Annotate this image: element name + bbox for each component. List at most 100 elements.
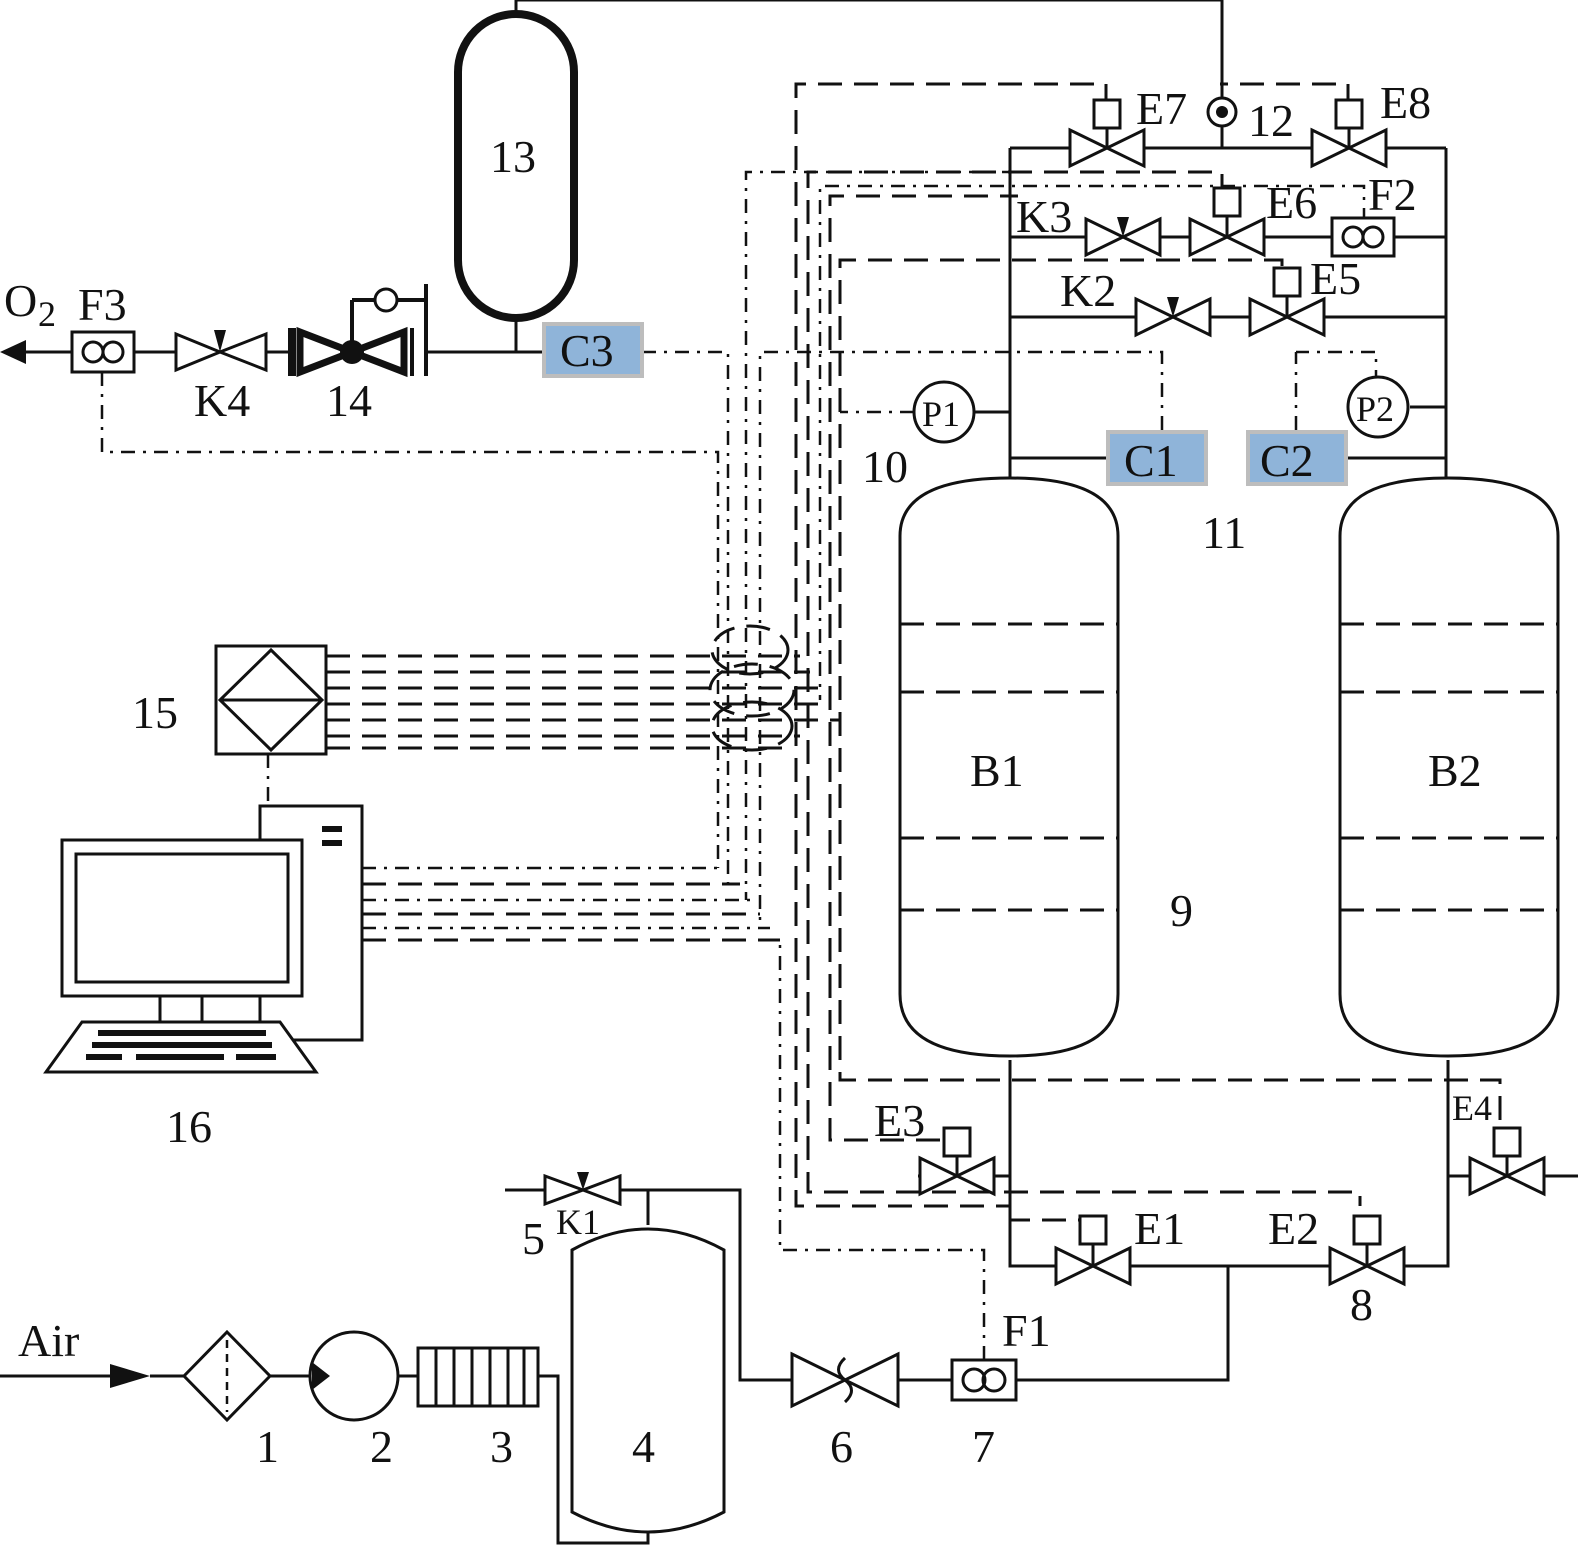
label-p2: P2 bbox=[1356, 389, 1394, 429]
solenoid-icon bbox=[1352, 1214, 1382, 1246]
signal-e7 bbox=[794, 82, 1108, 1208]
label-b2: B2 bbox=[1428, 745, 1482, 796]
valve-e4[interactable] bbox=[1468, 1126, 1546, 1197]
signal-p2 bbox=[1296, 350, 1378, 384]
valve-e7[interactable] bbox=[1068, 98, 1146, 169]
valve-k3[interactable] bbox=[1084, 216, 1162, 258]
valve-e7-right bbox=[1103, 127, 1146, 169]
label-4: 4 bbox=[632, 1421, 655, 1472]
valve-k4[interactable] bbox=[174, 330, 268, 373]
label-e3: E3 bbox=[874, 1095, 925, 1146]
valve-e4-left bbox=[1468, 1155, 1511, 1197]
signal-f1 bbox=[778, 940, 986, 1360]
valve-e2[interactable] bbox=[1328, 1214, 1406, 1287]
valve-e3-left bbox=[918, 1155, 961, 1197]
pipe-cooler-tank bbox=[538, 1374, 650, 1545]
label-e6: E6 bbox=[1266, 177, 1317, 228]
valve-e8[interactable] bbox=[1310, 98, 1388, 169]
pipe-b2-bottom bbox=[1404, 1060, 1450, 1268]
valve-e5[interactable] bbox=[1248, 266, 1326, 338]
label-10: 10 bbox=[862, 441, 908, 492]
label-1: 1 bbox=[256, 1421, 279, 1472]
label-f3: F3 bbox=[78, 279, 127, 330]
monitor-screen bbox=[74, 852, 290, 984]
cooler-icon bbox=[416, 1346, 540, 1408]
label-c2: C2 bbox=[1260, 435, 1314, 486]
computer-16 bbox=[43, 804, 364, 1074]
label-6: 6 bbox=[830, 1421, 853, 1472]
signal-f3 bbox=[100, 372, 720, 868]
crossover-loop-3 bbox=[710, 700, 794, 752]
valve-e1[interactable] bbox=[1054, 1214, 1132, 1287]
pipe-12-to-13 bbox=[514, 0, 1224, 148]
valve-e8-right bbox=[1345, 127, 1388, 169]
label-5: 5 bbox=[522, 1213, 545, 1264]
air-inlet-arrow-icon bbox=[110, 1364, 150, 1388]
flowmeter-f3 bbox=[70, 330, 136, 374]
valve-e7-left bbox=[1068, 127, 1111, 169]
valve-k3-left bbox=[1084, 216, 1127, 258]
label-f2: F2 bbox=[1368, 169, 1417, 220]
adsorber-b1 bbox=[898, 476, 1120, 1058]
manual-handle-icon bbox=[214, 330, 226, 352]
label-15: 15 bbox=[132, 687, 178, 738]
label-16: 16 bbox=[166, 1101, 212, 1152]
label-13: 13 bbox=[490, 131, 536, 182]
valve-k3-right bbox=[1119, 216, 1162, 258]
label-p1: P1 bbox=[922, 394, 960, 434]
label-e7: E7 bbox=[1136, 83, 1187, 134]
crossover-loop-1 bbox=[710, 624, 790, 676]
label-k2: K2 bbox=[1060, 265, 1116, 316]
oxygen-sensor-c2 bbox=[1246, 430, 1348, 486]
label-2: 2 bbox=[370, 1421, 393, 1472]
cooler-3 bbox=[416, 1346, 540, 1408]
label-c3: C3 bbox=[560, 325, 614, 376]
pipe-tank-k1 bbox=[620, 1188, 650, 1225]
valve-k2[interactable] bbox=[1134, 296, 1212, 338]
compressor-icon bbox=[308, 1330, 400, 1422]
solenoid-icon bbox=[1212, 186, 1242, 218]
solenoid-icon bbox=[1272, 266, 1302, 298]
label-e4: E4 bbox=[1452, 1088, 1492, 1128]
valve-e6-left bbox=[1188, 216, 1231, 258]
label-o2-subscript: 2 bbox=[38, 294, 56, 334]
valve-e3[interactable] bbox=[918, 1126, 996, 1197]
valve-e1-right bbox=[1089, 1245, 1132, 1287]
solenoid-icon bbox=[1492, 1126, 1522, 1158]
pipe-f1-manifold bbox=[1016, 1266, 1230, 1382]
valve-e5-right bbox=[1283, 296, 1326, 338]
signal-c1 bbox=[758, 350, 1164, 928]
valve-e8-left bbox=[1310, 127, 1353, 169]
valve-6[interactable] bbox=[790, 1351, 900, 1409]
label-11: 11 bbox=[1202, 507, 1246, 558]
valve-e2-right bbox=[1363, 1245, 1406, 1287]
oxygen-sensor-c3 bbox=[542, 322, 644, 378]
regulator-left bbox=[296, 326, 362, 378]
signal-e3 bbox=[828, 194, 1018, 1142]
signal-e5-e4 bbox=[838, 258, 1502, 1128]
valve-e1-left bbox=[1054, 1245, 1097, 1287]
air-tank-4 bbox=[570, 1227, 726, 1534]
compressor-arrow-icon bbox=[312, 1362, 330, 1390]
solenoid-icon bbox=[942, 1126, 972, 1158]
label-o2: O bbox=[4, 275, 37, 326]
keyboard-keys bbox=[86, 1030, 276, 1060]
valve-k2-left bbox=[1134, 296, 1177, 338]
solenoid-icon bbox=[1092, 98, 1122, 130]
check-valve-12 bbox=[1206, 96, 1238, 128]
pressure-gauge-p1 bbox=[912, 380, 976, 444]
valve-e6[interactable] bbox=[1188, 186, 1266, 258]
label-9: 9 bbox=[1170, 885, 1193, 936]
regulator-right bbox=[342, 326, 408, 378]
label-3: 3 bbox=[490, 1421, 513, 1472]
label-e8: E8 bbox=[1380, 77, 1431, 128]
labels: Air O 2 F3 K4 14 13 C3 E7 12 E8 K3 E6 F2… bbox=[4, 77, 1492, 1472]
valve-e6-right bbox=[1223, 216, 1266, 258]
valve-k1[interactable] bbox=[543, 1172, 622, 1207]
oxygen-sensor-c1 bbox=[1106, 430, 1208, 486]
valve-e3-right bbox=[953, 1155, 996, 1197]
manual-handle-icon bbox=[1167, 297, 1179, 317]
label-12: 12 bbox=[1248, 95, 1294, 146]
